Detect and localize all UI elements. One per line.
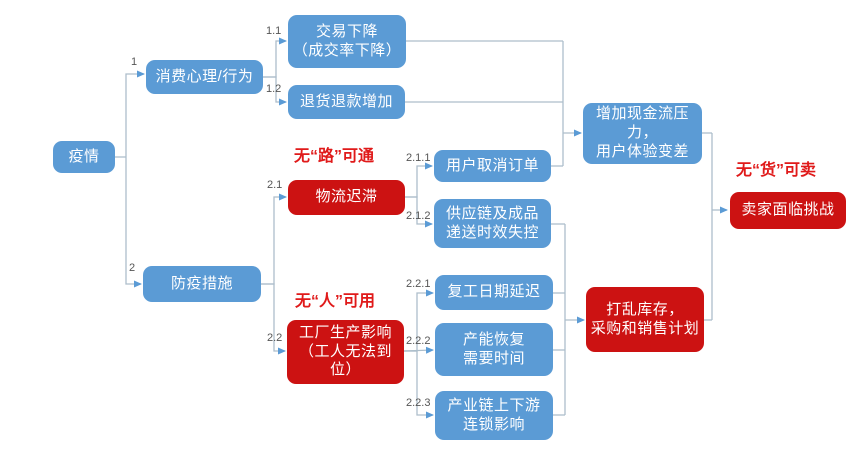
flow-node-epidemic-prevention: 防疫措施 bbox=[143, 266, 261, 302]
branch-number-label-1-1: 1.1 bbox=[266, 25, 282, 37]
flow-node-industry-chain-effect: 产业链上下游 连锁影响 bbox=[435, 391, 553, 440]
flow-node-factory-production-impact: 工厂生产影响 （工人无法到位） bbox=[287, 320, 404, 384]
branch-number-label-2-2: 2.2 bbox=[267, 332, 283, 344]
flow-edge bbox=[125, 70, 145, 157]
flow-node-transaction-decline: 交易下降 （成交率下降） bbox=[288, 15, 406, 68]
flow-node-seller-challenge: 卖家面临挑战 bbox=[730, 192, 846, 229]
branch-number-label-1-2: 1.2 bbox=[266, 83, 282, 95]
branch-number-label-2-2-2: 2.2.2 bbox=[406, 335, 431, 347]
flow-node-work-resumption-delay: 复工日期延迟 bbox=[435, 275, 553, 310]
no-goods-annotation: 无“货”可卖 bbox=[736, 162, 817, 179]
no-road-annotation: 无“路”可通 bbox=[294, 148, 375, 165]
flow-node-returns-refunds-increase: 退货退款增加 bbox=[288, 85, 405, 119]
flow-edge bbox=[261, 193, 287, 285]
branch-number-label-2: 2 bbox=[129, 262, 136, 274]
flow-edge bbox=[405, 196, 433, 228]
flow-edge bbox=[263, 37, 287, 78]
flow-edge bbox=[404, 350, 434, 419]
flow-edge bbox=[125, 157, 142, 288]
branch-number-label-2-2-1: 2.2.1 bbox=[406, 278, 431, 290]
flow-edge bbox=[261, 283, 286, 355]
flow-node-user-cancel-orders: 用户取消订单 bbox=[434, 150, 551, 182]
branch-number-label-2-1-1: 2.1.1 bbox=[406, 152, 431, 164]
flow-node-capacity-recovery-time: 产能恢复 需要时间 bbox=[435, 323, 553, 376]
flow-node-cashflow-pressure: 增加现金流压力， 用户体验变差 bbox=[583, 103, 702, 164]
flow-node-disrupted-plans: 打乱库存， 采购和销售计划 bbox=[586, 287, 704, 352]
flow-edge bbox=[405, 162, 433, 198]
branch-number-label-2-1-2: 2.1.2 bbox=[406, 210, 431, 222]
flow-edge bbox=[263, 76, 287, 106]
flow-node-logistics-delay: 物流迟滞 bbox=[288, 180, 405, 215]
branch-number-label-1: 1 bbox=[131, 56, 138, 68]
flow-node-consumer-psychology: 消费心理/行为 bbox=[146, 60, 263, 94]
branch-number-label-2-2-3: 2.2.3 bbox=[406, 397, 431, 409]
branch-number-label-2-1: 2.1 bbox=[267, 179, 283, 191]
no-people-annotation: 无“人”可用 bbox=[295, 293, 376, 310]
flow-node-epidemic-root: 疫情 bbox=[53, 141, 115, 173]
flow-node-supply-chain-delivery: 供应链及成品 递送时效失控 bbox=[434, 199, 551, 248]
